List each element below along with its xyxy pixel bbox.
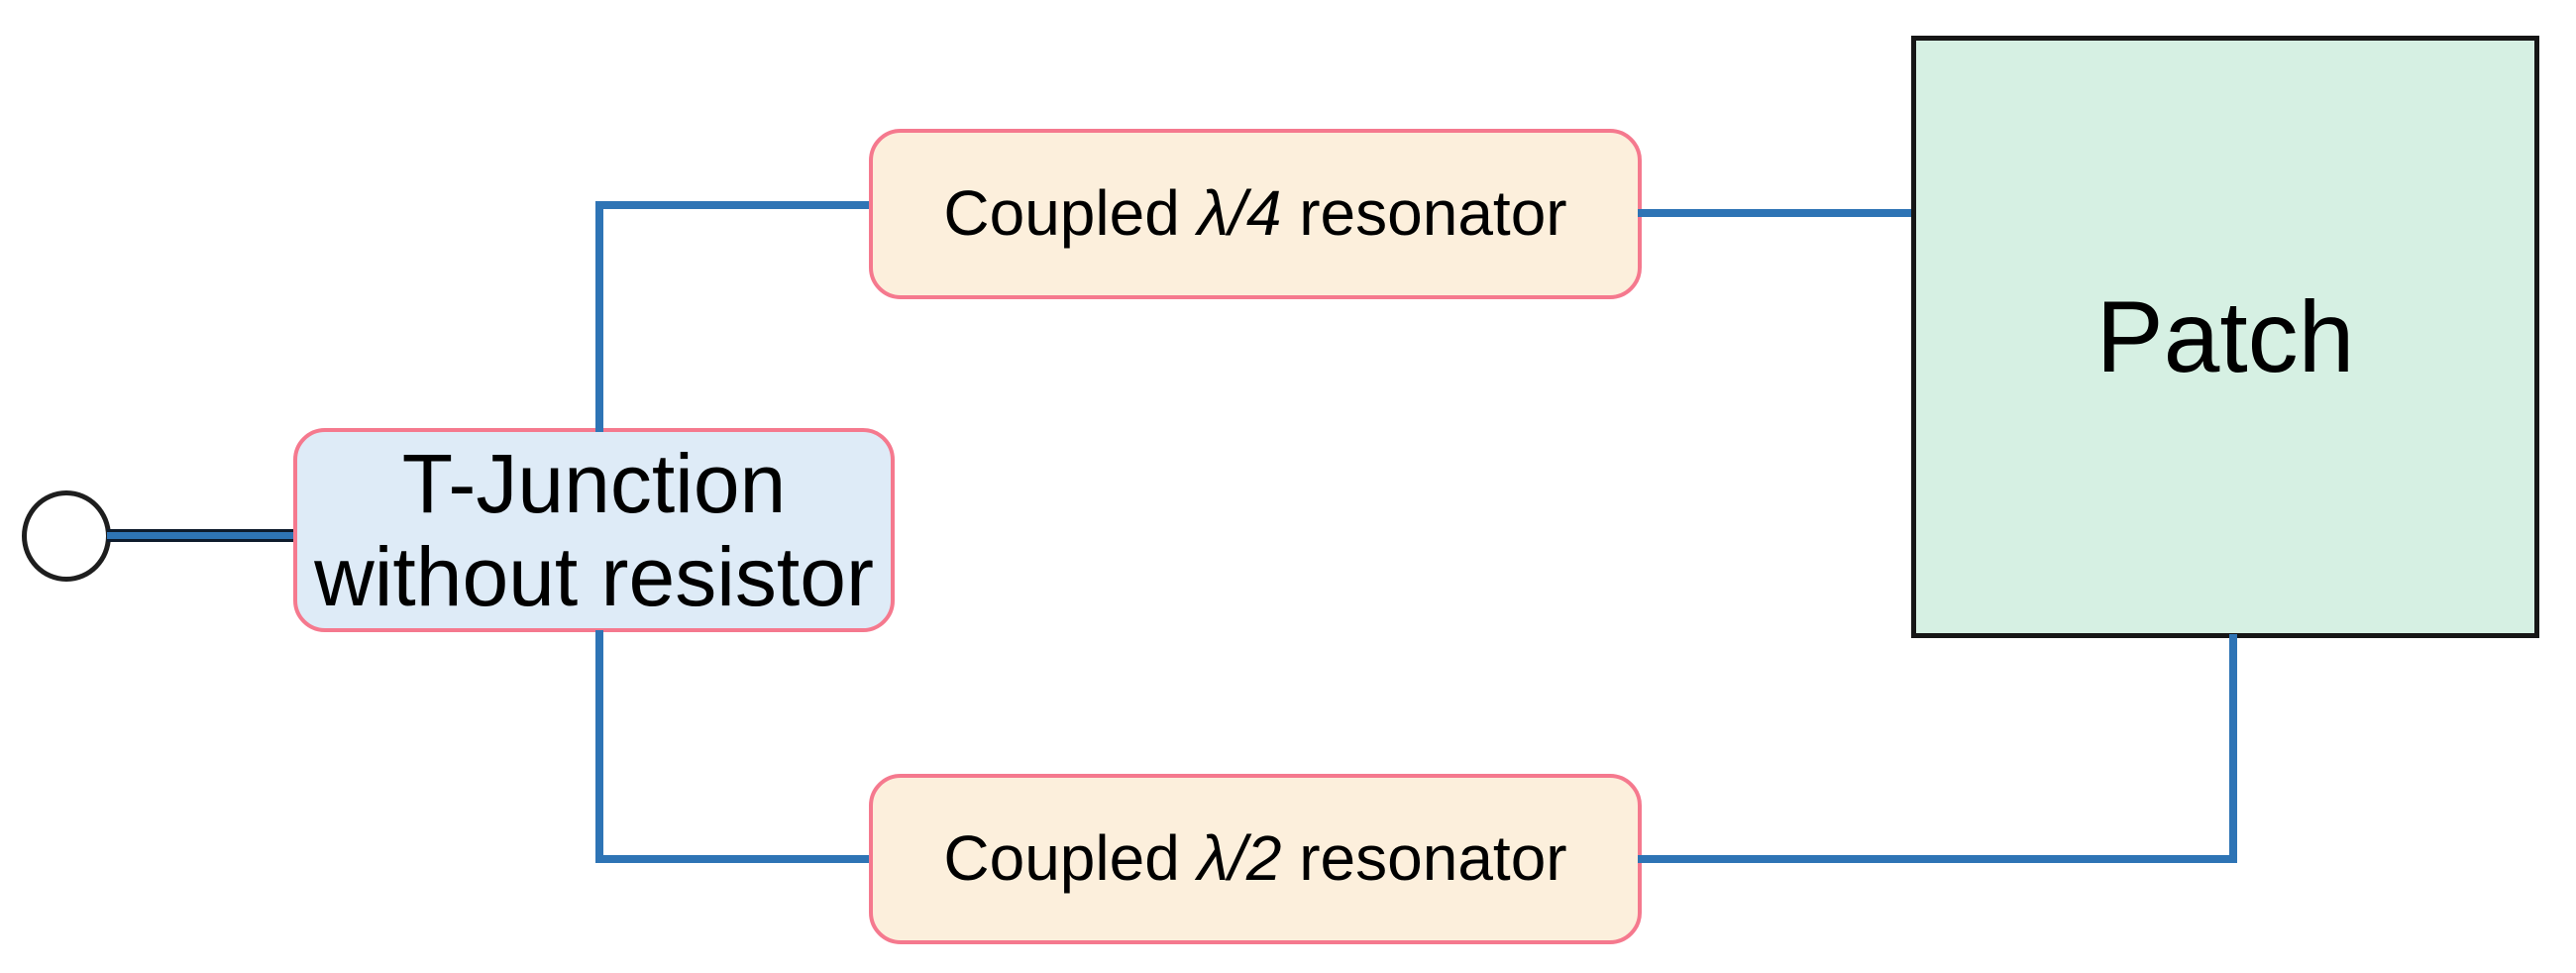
top-branch-horizontal-line bbox=[595, 201, 873, 209]
half-wave-resonator-label: Coupled λ/2 resonator bbox=[943, 822, 1567, 895]
quarter-label-fraction: λ/4 bbox=[1197, 177, 1282, 250]
half-label-word-after: resonator bbox=[1299, 822, 1567, 895]
quarter-wave-resonator-label: Coupled λ/4 resonator bbox=[943, 177, 1567, 250]
port-terminal-circle bbox=[22, 490, 111, 582]
bottom-branch-vertical-line bbox=[595, 630, 603, 863]
quarter-wave-resonator-node: Coupled λ/4 resonator bbox=[869, 129, 1642, 299]
port-feed-line bbox=[107, 529, 295, 542]
quarter-wave-to-patch-line bbox=[1638, 209, 1915, 217]
quarter-label-word-after: resonator bbox=[1299, 177, 1567, 250]
top-branch-vertical-line bbox=[595, 201, 603, 432]
half-label-fraction: λ/2 bbox=[1197, 822, 1282, 895]
t-junction-label-line2: without resistor bbox=[314, 530, 874, 623]
bottom-branch-horizontal-line bbox=[595, 855, 873, 863]
quarter-label-word-before: Coupled bbox=[943, 177, 1180, 250]
half-wave-resonator-node: Coupled λ/2 resonator bbox=[869, 774, 1642, 944]
half-wave-to-patch-line bbox=[1638, 855, 2237, 863]
patch-drop-line bbox=[2229, 634, 2237, 863]
half-label-word-before: Coupled bbox=[943, 822, 1180, 895]
patch-label: Patch bbox=[2095, 279, 2355, 393]
t-junction-node: T-Junction without resistor bbox=[293, 428, 895, 632]
patch-node: Patch bbox=[1911, 36, 2539, 638]
t-junction-label-line1: T-Junction bbox=[401, 436, 787, 530]
